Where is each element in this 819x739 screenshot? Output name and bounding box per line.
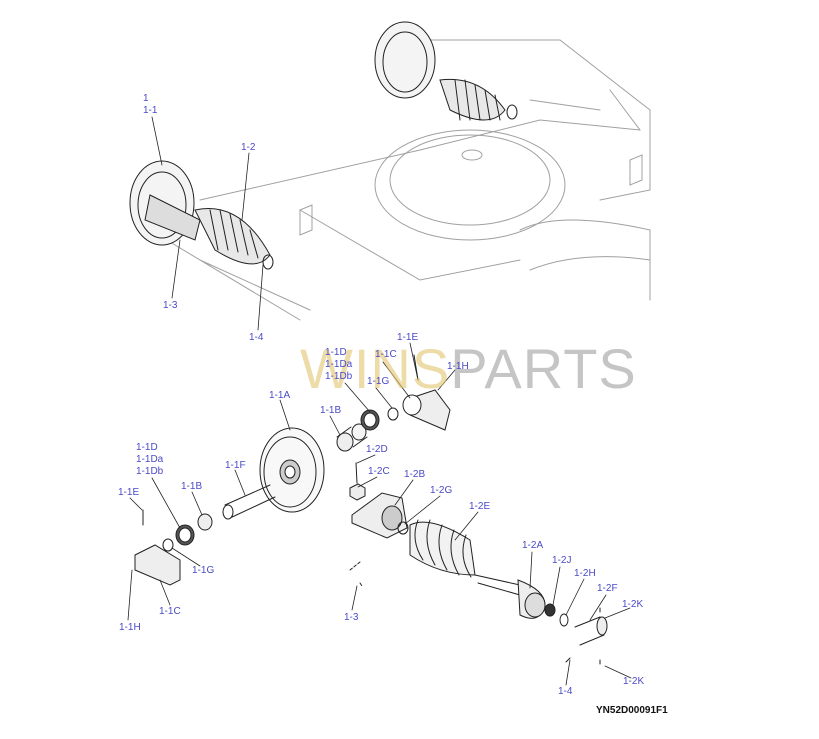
- callout-label: 1-1: [143, 105, 158, 116]
- callout-label: 1: [143, 93, 149, 104]
- callout-label: 1-2F: [597, 583, 618, 594]
- callout-label: 1-2E: [469, 501, 491, 512]
- callout-label: 1-1B: [320, 405, 342, 416]
- callout-label: 1-2J: [552, 555, 572, 566]
- callout-label: 1-1Db: [325, 371, 353, 382]
- callout-label: 1-2C: [368, 466, 390, 477]
- callout-label: 1-2G: [430, 485, 453, 496]
- callout-label: 1-1D: [136, 442, 158, 453]
- machine-frame-outline: [149, 39, 651, 321]
- callout-label: 1-1Db: [136, 466, 164, 477]
- callout-label: 1-3: [163, 300, 178, 311]
- callout-label: 1-2: [241, 142, 256, 153]
- watermark-part1: WINS: [300, 337, 451, 400]
- callout-label: 1-1C: [159, 606, 181, 617]
- callout-label: 1-1C: [375, 349, 397, 360]
- leader-lines: [127, 116, 632, 686]
- exploded-parts: [134, 354, 608, 665]
- callout-label: 1-2K: [623, 676, 645, 687]
- callout-label: 1-2A: [522, 540, 544, 551]
- watermark-part2: PARTS: [450, 337, 637, 400]
- callout-label: 1-2B: [404, 469, 426, 480]
- callout-label: 1-1G: [192, 565, 215, 576]
- callout-label: 1-4: [249, 332, 264, 343]
- drawing-code: YN52D00091F1: [596, 705, 668, 716]
- idler-assembly-left: [129, 160, 274, 270]
- callout-label: 1-2D: [366, 444, 388, 455]
- callout-label: 1-4: [558, 686, 573, 697]
- callout-label: 1-1A: [269, 390, 291, 401]
- callout-label: 1-1H: [447, 361, 469, 372]
- callout-label: 1-1D: [325, 347, 347, 358]
- callout-label: 1-1G: [367, 376, 390, 387]
- watermark-logo: WINSPARTS: [300, 336, 637, 401]
- idler-assembly-upper: [374, 21, 518, 121]
- callout-label: 1-3: [344, 612, 359, 623]
- callout-label: 1-1H: [119, 622, 141, 633]
- callout-label: 1-1F: [225, 460, 246, 471]
- callout-label: 1-1E: [397, 332, 419, 343]
- callout-label: 1-1E: [118, 487, 140, 498]
- callout-label: 1-2H: [574, 568, 596, 579]
- callout-label: 1-1B: [181, 481, 203, 492]
- callout-label: 1-2K: [622, 599, 644, 610]
- callout-label: 1-1Da: [325, 359, 353, 370]
- callout-label: 1-1Da: [136, 454, 164, 465]
